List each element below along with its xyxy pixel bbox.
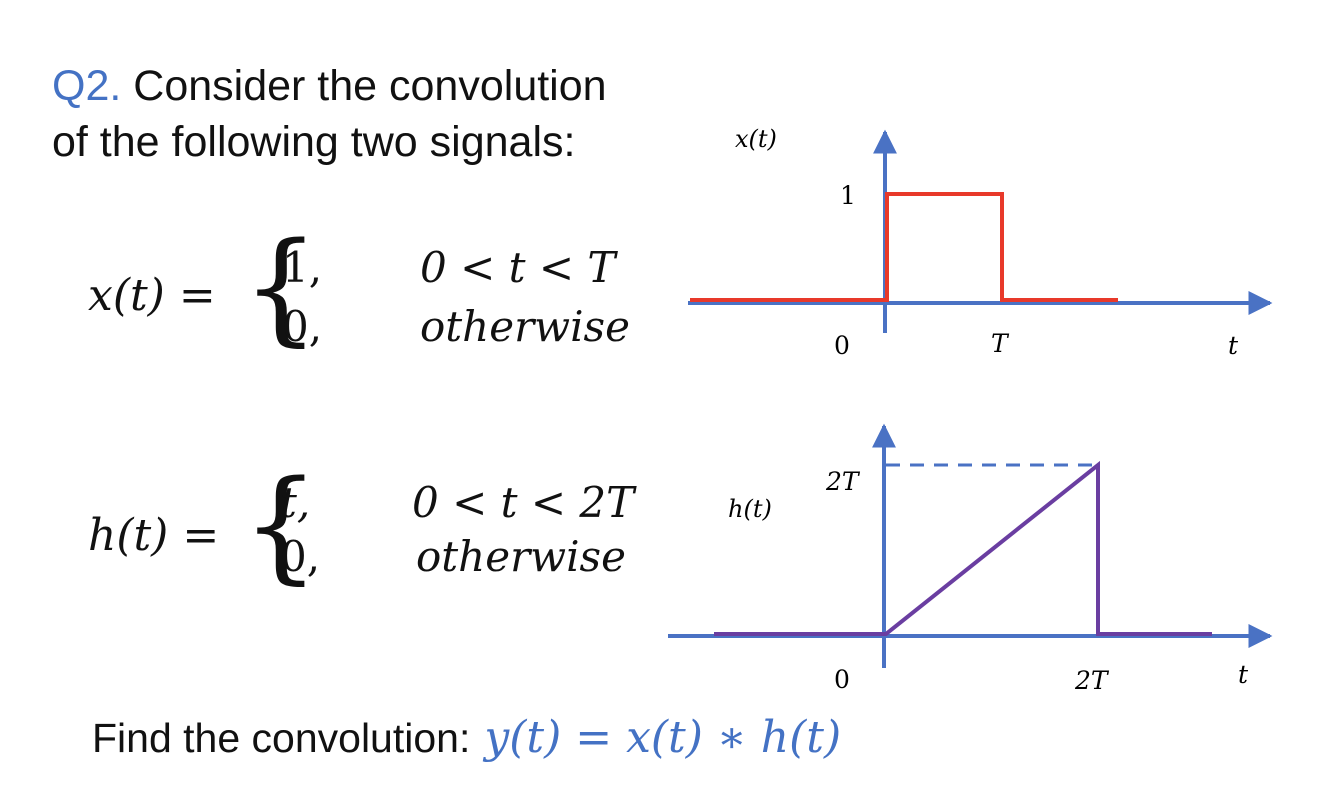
h-def-lhs: h(t) = — [88, 510, 220, 561]
x-plot-xlabel: t — [1228, 331, 1239, 360]
h-def-case1-value: t, — [280, 478, 311, 527]
x-plot-width-label: T — [991, 329, 1010, 358]
question-text-line2: of the following two signals: — [52, 118, 576, 166]
x-def-lhs: x(t) = — [88, 270, 216, 321]
find-label: Find the convolution: — [92, 715, 471, 761]
x-plot: x(t) 1 0 T t — [688, 125, 1273, 360]
find-prompt: Find the convolution: y(t) = x(t) ∗ h(t) — [92, 712, 841, 763]
h-plot-peak-label: 2T — [825, 467, 861, 496]
x-def-case2-condition: otherwise — [420, 302, 630, 351]
question-heading: Q2. Consider the convolution of the foll… — [52, 58, 672, 170]
h-def-case1-condition: 0 < t < 2T — [412, 478, 635, 527]
h-plot: 2T h(t) 0 2T t — [668, 423, 1273, 695]
h-signal-ramp — [714, 460, 1212, 636]
x-plot-level-label: 1 — [840, 181, 856, 210]
h-plot-width-label: 2T — [1074, 666, 1110, 695]
question-text-line1: Consider the convolution — [133, 62, 607, 110]
x-def-case1-condition: 0 < t < T — [420, 243, 616, 292]
h-plot-origin-label: 0 — [834, 665, 850, 694]
h-plot-xlabel: t — [1238, 660, 1249, 689]
x-def-case1-value: 1, — [282, 243, 323, 292]
x-def-case2-value: 0, — [282, 302, 323, 351]
convolution-equation: y(t) = x(t) ∗ h(t) — [484, 712, 842, 763]
x-plot-ylabel: x(t) — [735, 125, 777, 153]
h-def-case2-value: 0, — [280, 532, 321, 581]
x-def-brace: { — [242, 216, 320, 358]
h-def-case2-condition: otherwise — [416, 532, 626, 581]
h-def-brace: { — [242, 454, 320, 596]
question-number: Q2. — [52, 62, 122, 110]
h-plot-ylabel: h(t) — [728, 495, 772, 523]
x-plot-origin-label: 0 — [834, 331, 850, 360]
x-signal-pulse — [690, 192, 1118, 302]
